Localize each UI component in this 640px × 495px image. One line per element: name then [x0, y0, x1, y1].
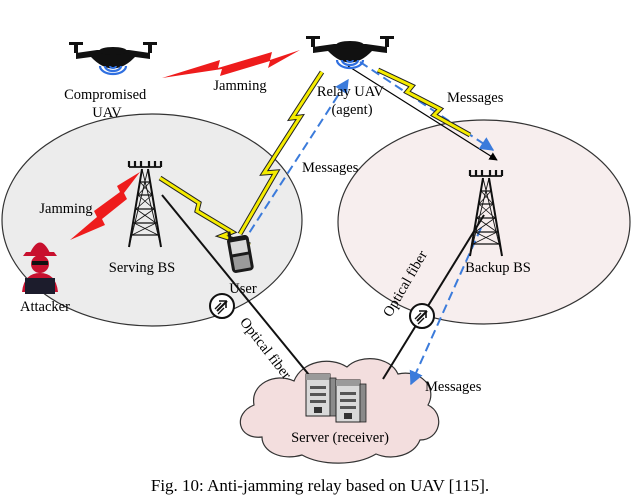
jamming-bolt-top — [162, 50, 300, 78]
messages-arrow-user-to-relay — [241, 78, 349, 245]
backup-cell-area — [337, 119, 631, 325]
server-icon — [305, 373, 337, 417]
jamming-top-label: Jamming — [213, 78, 266, 94]
wifi-signal-icon — [98, 64, 128, 76]
optical-fiber-right-line — [382, 214, 485, 380]
compromised-uav-drone-icon — [69, 42, 157, 69]
attacker-icon — [22, 242, 58, 294]
user-label: User — [229, 281, 257, 297]
attacker-label: Attacker — [20, 299, 70, 315]
messages-user-relay-label: Messages — [302, 160, 359, 176]
server-label: Server (receiver) — [291, 430, 389, 446]
serving-bs-label: Serving BS — [109, 260, 175, 276]
messages-arrow-relay-to-backup — [359, 61, 495, 151]
relay-to-backup-link — [347, 65, 498, 161]
server-icon — [335, 379, 367, 423]
messages-relay-backup-label: Messages — [447, 90, 504, 106]
figure-caption: Fig. 10: Anti-jamming relay based on UAV… — [151, 476, 489, 495]
optical-fiber-left-line — [161, 194, 324, 393]
jamming-bolt-left — [70, 172, 140, 240]
fiber-transceiver-icon — [209, 293, 235, 319]
jamming-left-label: Jamming — [39, 201, 92, 217]
backup-bs-label: Backup BS — [465, 260, 531, 276]
optical-fiber-left-label: Optical fiber — [236, 315, 294, 383]
relay-uav-label: Relay UAV (agent) — [317, 84, 387, 118]
messages-server-label: Messages — [425, 379, 482, 395]
relay-uav-drone-icon — [306, 36, 394, 63]
phone-icon — [227, 231, 254, 273]
compromised-uav-label: Compromised UAV — [64, 87, 150, 121]
fiber-transceiver-icon — [409, 303, 435, 329]
